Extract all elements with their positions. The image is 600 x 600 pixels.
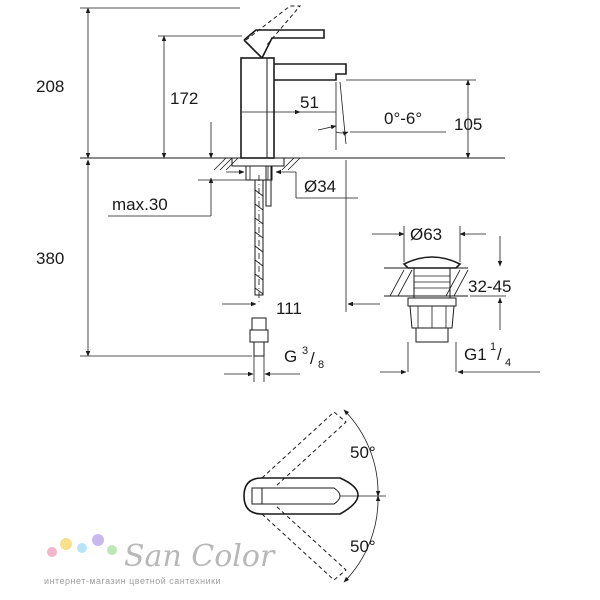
deck-flange: [231, 157, 285, 167]
top-view-lever: [262, 487, 341, 505]
dimension-lines: [80, 7, 476, 377]
lever-rotated-right: [261, 505, 347, 581]
dim-g1-numerator: 1: [490, 341, 496, 353]
dim-32-45: 32-45: [468, 277, 511, 296]
spout: [274, 63, 347, 81]
popup-waste-detail: [372, 226, 540, 375]
watermark-tagline: интернет-магазин цветной сантехники: [44, 576, 221, 586]
dim-angle-bottom: 50°: [350, 537, 376, 556]
watermark-dot: [107, 545, 117, 555]
hose-fitting-end: [253, 341, 265, 357]
waste-cap: [402, 256, 462, 269]
threaded-stud: [265, 165, 272, 207]
dim-angle-top: 50°: [350, 443, 376, 462]
dim-g1-denominator: 4: [505, 357, 511, 369]
waste-nut: [409, 305, 455, 329]
dim-g-thread: G: [284, 347, 297, 366]
watermark: San Color интернет-магазин цветной санте…: [44, 534, 276, 586]
dimension-labels: 208 380 172 51 0°-6° 105 Ø34 max.30 111 …: [36, 77, 511, 556]
deck-hatch: [213, 157, 301, 171]
waste-washer: [407, 297, 457, 307]
lever-handle: [243, 29, 325, 59]
dim-g1-slash: /: [497, 345, 502, 364]
dim-172: 172: [170, 89, 198, 108]
faucet-body: [240, 57, 275, 159]
dim-diameter-34: Ø34: [304, 177, 336, 196]
dim-208: 208: [36, 77, 64, 96]
watermark-brand: San Color: [124, 539, 276, 574]
dim-g-slash: /: [310, 349, 315, 368]
watermark-dot: [60, 538, 72, 550]
lever-raised-dashed: [245, 5, 302, 47]
hose-fitting-upper: [251, 317, 267, 331]
hose-fitting-nut: [249, 329, 269, 343]
dim-51: 51: [300, 93, 319, 112]
watermark-dot: [77, 543, 87, 553]
dim-g-numerator: 3: [302, 345, 308, 357]
dim-380: 380: [36, 249, 64, 268]
waste-body: [413, 267, 451, 299]
dim-g1-thread: G1: [464, 345, 487, 364]
waste-tail: [415, 327, 449, 343]
watermark-dot: [92, 534, 104, 546]
dim-diameter-63: Ø63: [410, 225, 442, 244]
dim-max-30: max.30: [112, 195, 168, 214]
basin-hatch: [389, 269, 469, 297]
top-view: [243, 409, 386, 583]
top-view-aerator: [251, 487, 263, 505]
watermark-dot: [47, 547, 57, 557]
faucet-side-view: [80, 5, 505, 382]
dim-g-denominator: 8: [318, 359, 324, 371]
waste-threads: [414, 275, 450, 289]
dim-angle-tilt: 0°-6°: [384, 109, 422, 128]
lever-rotated-left: [261, 411, 347, 487]
dim-111: 111: [276, 299, 302, 318]
dim-105: 105: [454, 115, 482, 134]
